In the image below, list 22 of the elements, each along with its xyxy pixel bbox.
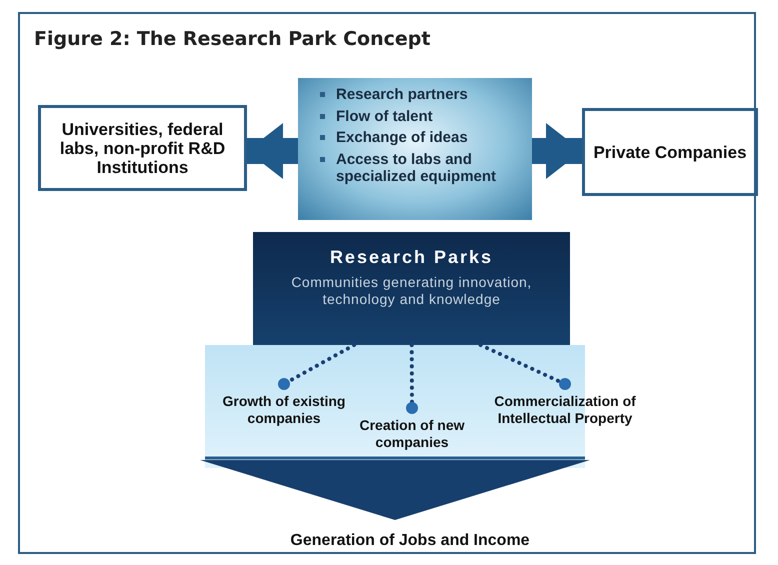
dotted-connector [478, 343, 571, 390]
figure-title: Figure 2: The Research Park Concept [34, 28, 430, 50]
double-arrow [532, 123, 582, 179]
entity-box [582, 108, 758, 196]
panel-heading: Research Parks [328, 246, 494, 268]
entity-box [38, 105, 247, 191]
box-text: Universities, federal labs, non-profit R&D Institutions [58, 120, 226, 176]
result-label: Generation of Jobs and Income [289, 532, 531, 550]
dotted-connector [406, 343, 418, 414]
dotted-connector [278, 343, 356, 390]
bullet-item: Exchange of ideas [336, 129, 469, 146]
exchange-panel [298, 78, 532, 220]
research-parks-panel [253, 232, 570, 345]
outcome-label: Creation of new companies [358, 417, 466, 451]
box-text: Private Companies [593, 142, 747, 162]
double-arrow [247, 123, 298, 179]
bullet-item: Access to labs and specialized equipment [336, 150, 498, 186]
bullet-item: Flow of talent [336, 108, 434, 125]
outcome-label: Growth of existing companies [222, 393, 346, 427]
bullet-item: Research partners [336, 86, 469, 104]
panel-description: Communities generating innovation, technology and knowledge [290, 274, 533, 308]
outcome-label: Commercialization of Intellectual Property [493, 393, 637, 427]
